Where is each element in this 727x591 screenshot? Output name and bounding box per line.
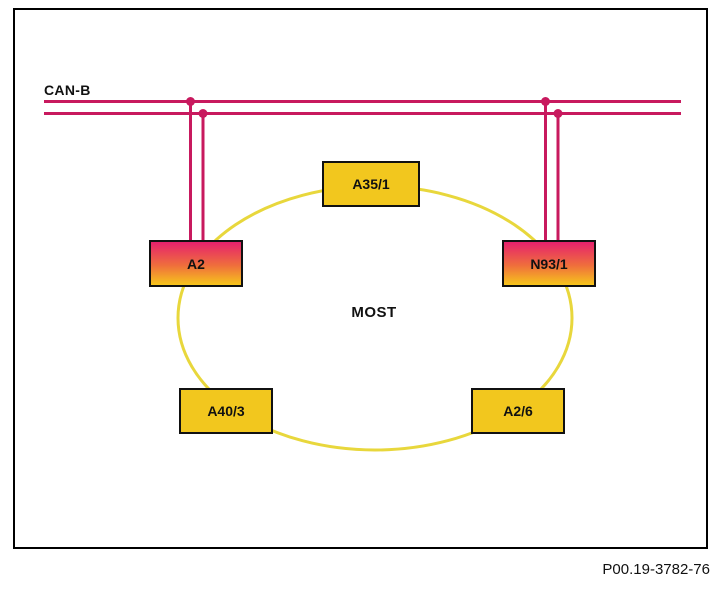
can-b-bus-label: CAN-B [44, 82, 91, 98]
node-a2: A2 [149, 240, 243, 287]
node-a35-1: A35/1 [322, 161, 420, 207]
most-ring-label: MOST [351, 304, 397, 321]
node-a40-3: A40/3 [179, 388, 273, 434]
connection-dot [198, 109, 208, 118]
node-label: A40/3 [207, 403, 245, 419]
node-label: N93/1 [530, 255, 568, 272]
figure-part-number: P00.19-3782-76 [602, 561, 710, 578]
connection-dot [541, 97, 550, 106]
node-n93-1: N93/1 [502, 240, 596, 287]
node-label: A35/1 [352, 176, 390, 192]
connection-dot [553, 109, 563, 118]
node-a2-6: A2/6 [471, 388, 565, 434]
node-label: A2/6 [503, 403, 533, 419]
connection-dot [186, 97, 195, 106]
node-label: A2 [187, 255, 205, 272]
